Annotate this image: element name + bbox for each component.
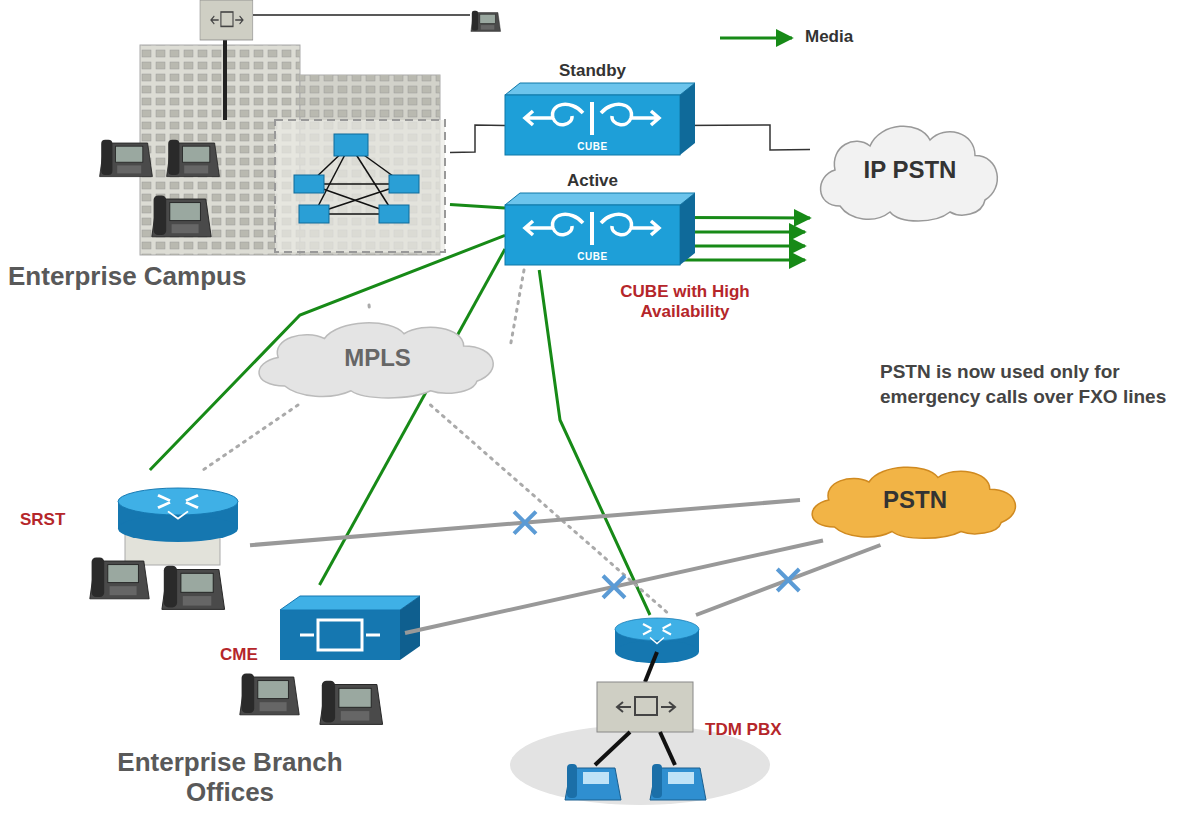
cube-top <box>505 193 695 205</box>
cloud-shape <box>259 323 493 398</box>
branch-caption: Enterprise Branch Offices <box>75 748 385 808</box>
connector-line <box>510 270 524 348</box>
cut-mark <box>603 576 625 598</box>
connector-line <box>680 125 810 150</box>
cube-side <box>680 193 695 265</box>
node-sublabel: CUBE <box>505 251 680 263</box>
text-slot: PSTN is now used only for emergency call… <box>880 360 1185 409</box>
text-slot: CME <box>220 645 280 665</box>
cloud-shape <box>821 126 998 221</box>
node-label: CME <box>220 645 280 665</box>
mpls-cloud: MPLS <box>245 310 510 405</box>
cloud-label: MPLS <box>344 344 411 372</box>
connector-line <box>680 216 810 220</box>
node-label: TDM PBX <box>705 720 800 740</box>
node-label: Active <box>505 171 680 191</box>
cube-symbol <box>525 104 583 125</box>
text-slot: Enterprise Branch Offices <box>75 748 385 808</box>
text-slot: SRST <box>20 510 110 530</box>
connector-line <box>320 249 506 585</box>
cube-top <box>505 83 695 95</box>
cube-router: StandbyCUBE <box>505 55 695 160</box>
cube-symbol <box>590 212 594 245</box>
cme-router: CME <box>215 585 405 745</box>
connector-line <box>368 305 372 310</box>
text-slot: TDM PBX <box>705 720 800 740</box>
pstn-cloud: PSTN <box>800 455 1030 545</box>
cube-front <box>505 95 680 155</box>
cube-symbol <box>525 214 583 235</box>
note-text: PSTN is now used only for emergency call… <box>880 360 1185 409</box>
connector-line <box>450 125 505 153</box>
text-slot: CUBE with High Availability <box>590 282 780 321</box>
cube-symbol <box>590 102 594 135</box>
connector-line <box>250 500 800 545</box>
srst-router: SRST <box>15 470 250 630</box>
legend-sample <box>720 37 792 40</box>
text-slot: IP PSTN <box>810 110 1010 230</box>
node-label: SRST <box>20 510 110 530</box>
cube-symbol <box>601 214 659 235</box>
node-label: Standby <box>505 61 680 81</box>
connector-line <box>696 545 881 615</box>
campus-building: Enterprise Campus <box>0 0 450 305</box>
legend-label: Media <box>805 27 853 46</box>
cube-router: ActiveCUBE <box>505 165 695 270</box>
cloud-label: IP PSTN <box>864 156 957 184</box>
text-slot: PSTN <box>800 455 1030 545</box>
text-slot: Standby <box>505 61 680 81</box>
text-slot: Enterprise Campus <box>8 262 388 292</box>
connector-line <box>539 270 650 615</box>
ip-pstn-cloud: IP PSTN <box>810 110 1010 230</box>
cut-mark <box>514 512 536 534</box>
cloud-shape <box>812 467 1015 538</box>
cube-side <box>680 83 695 155</box>
cloud-label: PSTN <box>883 486 947 514</box>
text-slot: MPLS <box>245 310 510 405</box>
connector-line <box>450 204 505 208</box>
text-slot: Active <box>505 171 680 191</box>
cube-symbol <box>601 104 659 125</box>
legend-row: Media <box>805 27 853 47</box>
node-sublabel: CUBE <box>505 141 680 153</box>
cube-front <box>505 205 680 265</box>
ha-caption: CUBE with High Availability <box>590 282 780 321</box>
connector-line <box>203 405 298 470</box>
node-label: Enterprise Campus <box>8 262 388 292</box>
connector-line <box>405 541 823 634</box>
text-slot: CUBE <box>505 141 680 153</box>
cut-mark <box>777 569 799 591</box>
text-slot: CUBE <box>505 251 680 263</box>
tdm-pbx: TDM PBX <box>540 615 800 805</box>
